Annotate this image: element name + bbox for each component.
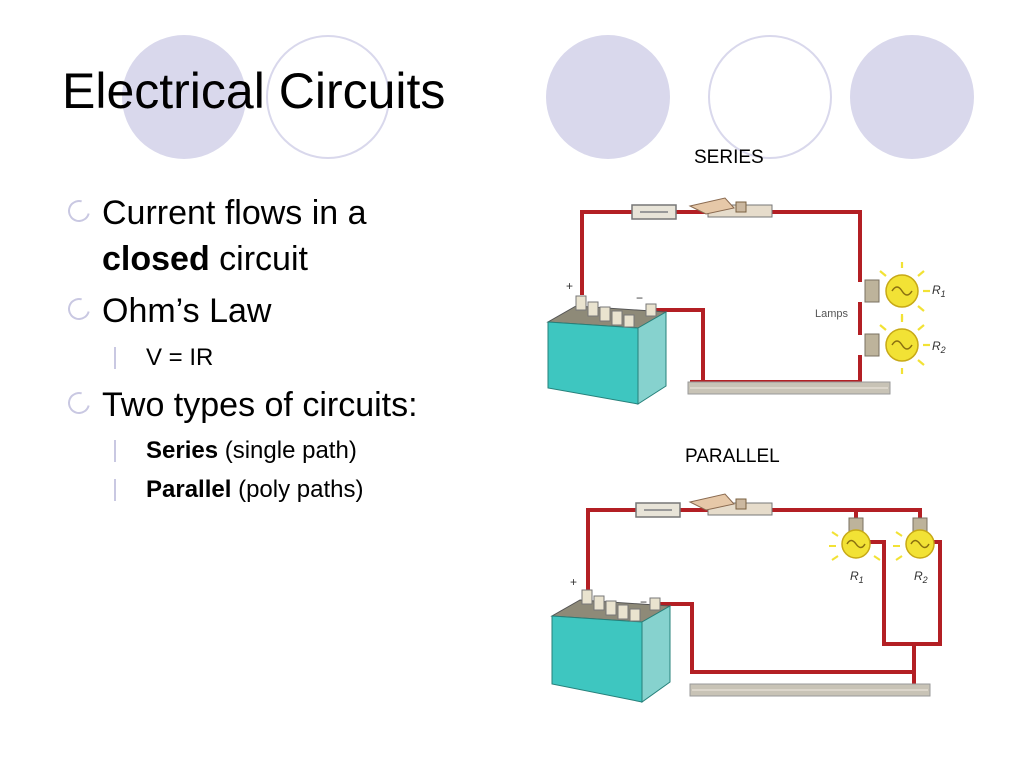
series-circuit-diagram: Lamps R1 R2 + − xyxy=(546,197,946,405)
r1-label: R1 xyxy=(850,569,864,585)
lamp-r2-icon xyxy=(893,517,935,561)
sub-bullet-formula: V = IR xyxy=(62,341,522,376)
bullet-text: Two types of circuits: xyxy=(102,385,418,424)
sub-bullet-marker-icon xyxy=(114,346,119,369)
parallel-circuit-diagram: R1 R2 + − xyxy=(550,493,942,703)
battery-icon: + − xyxy=(546,279,668,405)
bullet-text: (poly paths) xyxy=(238,475,364,503)
r2-label: R2 xyxy=(914,569,928,585)
battery-minus-sign: − xyxy=(640,595,647,609)
battery-plus-sign: + xyxy=(570,575,577,589)
lamp-r2-icon xyxy=(864,316,930,374)
ground-bar xyxy=(689,683,931,697)
bullet-text: V = IR xyxy=(146,343,214,371)
parallel-label: PARALLEL xyxy=(685,446,780,467)
battery-minus-sign: − xyxy=(636,291,643,305)
bullet-current-flow: Current flows in a closed circuit xyxy=(62,190,522,282)
switch-icon xyxy=(688,493,773,516)
bullet-bold-text: Parallel xyxy=(146,475,232,503)
decorative-circle xyxy=(122,35,246,159)
sub-bullet-marker-icon xyxy=(114,478,119,501)
lamp-r1-icon xyxy=(864,262,930,320)
bullet-text: Current flows in a xyxy=(102,194,367,232)
bullet-marker-icon xyxy=(63,387,95,418)
bullet-list: Current flows in a closed circuit Ohm’s … xyxy=(62,190,522,511)
sub-bullet-marker-icon xyxy=(114,439,119,462)
bullet-text: Ohm’s Law xyxy=(102,292,272,331)
sub-bullet-parallel: Parallel (poly paths) xyxy=(62,473,522,508)
lamps-label: Lamps xyxy=(815,308,849,320)
r1-label: R1 xyxy=(932,283,946,299)
lamp-r1-icon xyxy=(829,517,881,561)
series-label: SERIES xyxy=(694,147,764,168)
decorative-circle xyxy=(850,35,974,159)
bullet-ohms-law: Ohm’s Law xyxy=(62,288,522,334)
bullet-text: (single path) xyxy=(224,436,357,464)
decorative-circle xyxy=(546,35,670,159)
ground-bar xyxy=(687,381,891,395)
fuse-icon xyxy=(635,502,681,518)
bullet-circuit-types: Two types of circuits: xyxy=(62,382,522,428)
r2-label: R2 xyxy=(932,339,946,355)
fuse-icon xyxy=(631,204,677,220)
bullet-marker-icon xyxy=(63,294,95,325)
battery-icon: + − xyxy=(550,575,672,703)
switch-icon xyxy=(688,197,773,218)
battery-plus-sign: + xyxy=(566,279,573,293)
decorative-ring xyxy=(266,35,390,159)
decorative-ring xyxy=(708,35,832,159)
bullet-marker-icon xyxy=(63,195,95,227)
slide-title: Electrical Circuits xyxy=(62,63,446,119)
bullet-bold-text: closed xyxy=(102,240,210,279)
bullet-text: circuit xyxy=(219,240,308,279)
bullet-bold-text: Series xyxy=(146,436,219,464)
sub-bullet-series: Series (single path) xyxy=(62,434,522,469)
